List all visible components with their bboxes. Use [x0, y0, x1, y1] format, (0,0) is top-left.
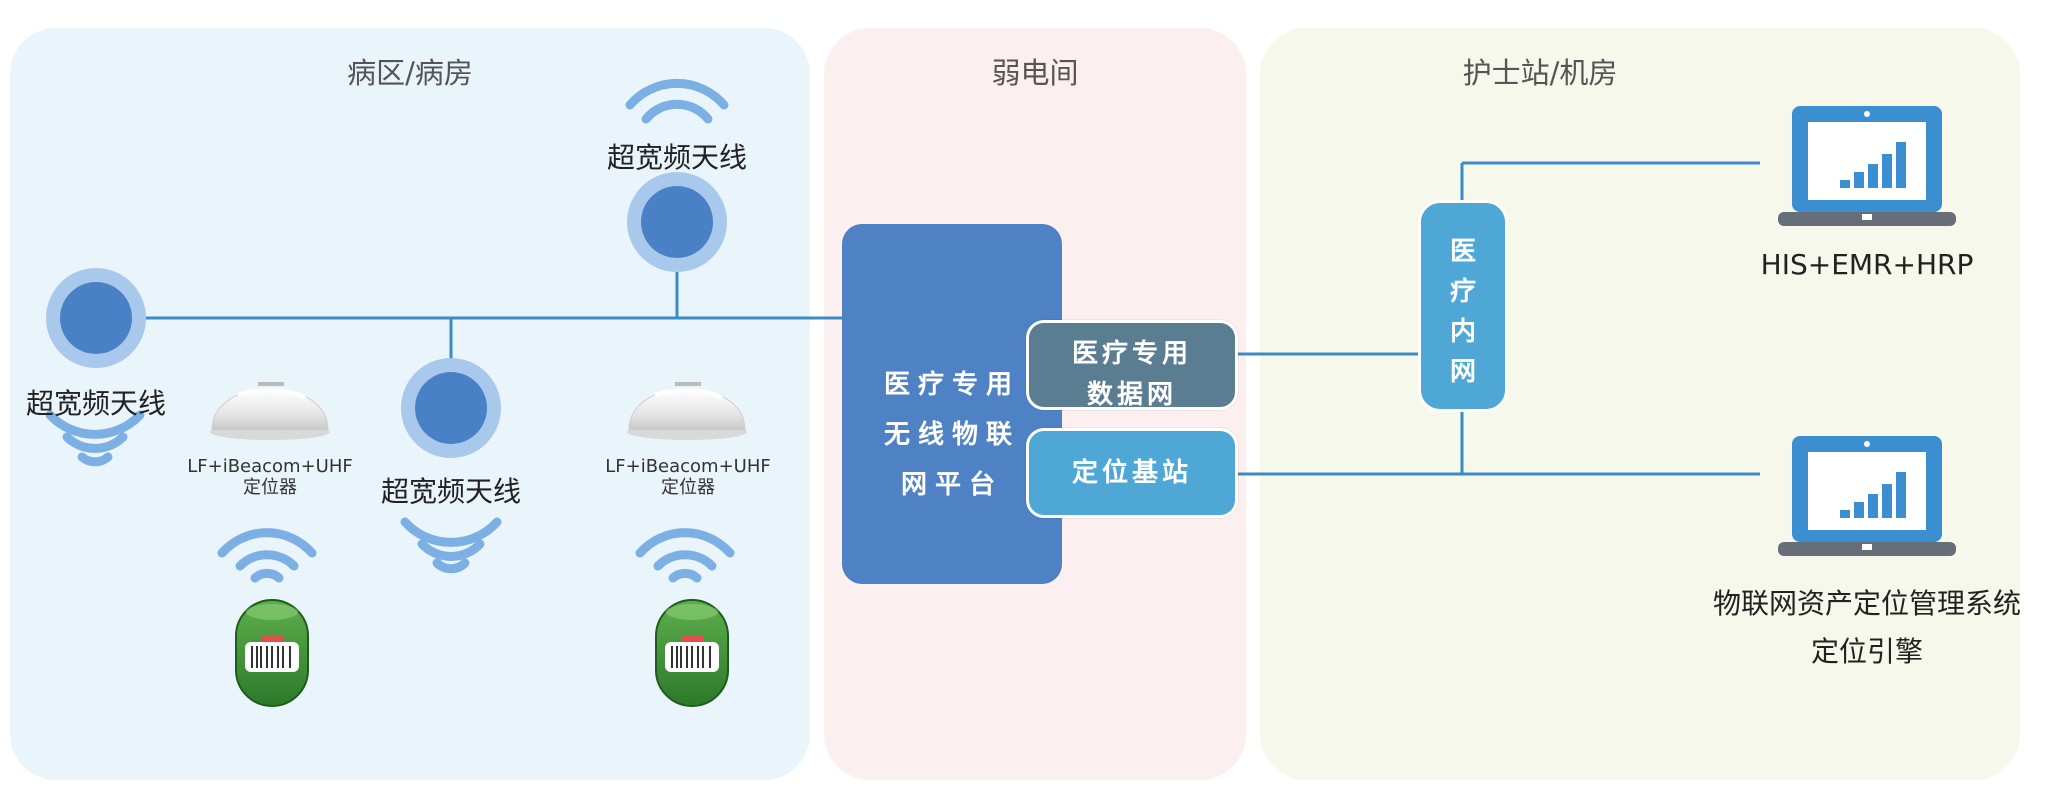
laptop-icon-iot-system: [1778, 436, 1956, 556]
antenna-icon-top: [627, 172, 727, 272]
wifi-icon-left-antenna: [45, 410, 145, 467]
iot-system-label-line2: 定位引擎: [1810, 635, 1923, 668]
intranet-char-2: 疗: [1449, 277, 1476, 307]
laptop-icon-his: [1778, 106, 1956, 226]
data-network-line2: 数据网: [1086, 380, 1177, 410]
intranet-char-4: 网: [1449, 357, 1476, 387]
iot-platform-line1: 医疗专用: [883, 370, 1020, 400]
iot-system-label-line1: 物联网资产定位管理系统: [1712, 587, 2021, 620]
locator-label-1-line2: 定位器: [243, 477, 297, 498]
zone-ward-title: 病区/病房: [347, 56, 473, 90]
iot-platform-box: 医疗专用 无线物联 网平台: [842, 224, 1062, 584]
wifi-icon-top-antenna: [625, 79, 729, 124]
antenna-icon-mid: [401, 358, 501, 458]
iot-platform-line3: 网平台: [900, 470, 1003, 500]
asset-tag-icon-2: [655, 599, 729, 707]
wifi-icon-locator-2: [635, 528, 735, 583]
locator-label-2: LF+iBeacom+UHF 定位器: [583, 456, 793, 498]
base-station-box: 定位基站: [1026, 428, 1238, 518]
his-system-label: HIS+EMR+HRP: [1760, 248, 1974, 281]
locator-device-icon-2: [627, 382, 747, 440]
intranet-char-1: 医: [1449, 237, 1476, 267]
asset-tag-icon-1: [235, 599, 309, 707]
base-station-label: 定位基站: [1071, 458, 1192, 488]
data-network-line1: 医疗专用: [1071, 339, 1192, 369]
wifi-icon-locator-1: [217, 528, 317, 583]
zone-nurse-title: 护士站/机房: [1462, 56, 1618, 90]
iot-platform-line2: 无线物联: [883, 420, 1020, 450]
antenna-label-mid: 超宽频天线: [380, 475, 521, 508]
locator-label-2-line1: LF+iBeacom+UHF: [605, 456, 771, 477]
locator-label-1: LF+iBeacom+UHF 定位器: [165, 456, 375, 498]
medical-intranet-box: 医 疗 内 网: [1418, 200, 1508, 412]
antenna-label-left: 超宽频天线: [25, 387, 166, 420]
wifi-icon-mid-antenna: [400, 517, 502, 574]
locator-label-2-line2: 定位器: [661, 477, 715, 498]
intranet-char-3: 内: [1449, 317, 1476, 347]
antenna-icon-left: [46, 268, 146, 368]
antenna-label-top: 超宽频天线: [606, 141, 747, 174]
data-network-box: 医疗专用 数据网: [1026, 320, 1238, 410]
zone-electrical-title: 弱电间: [991, 56, 1079, 90]
locator-label-1-line1: LF+iBeacom+UHF: [187, 456, 353, 477]
locator-device-icon-1: [210, 382, 330, 440]
